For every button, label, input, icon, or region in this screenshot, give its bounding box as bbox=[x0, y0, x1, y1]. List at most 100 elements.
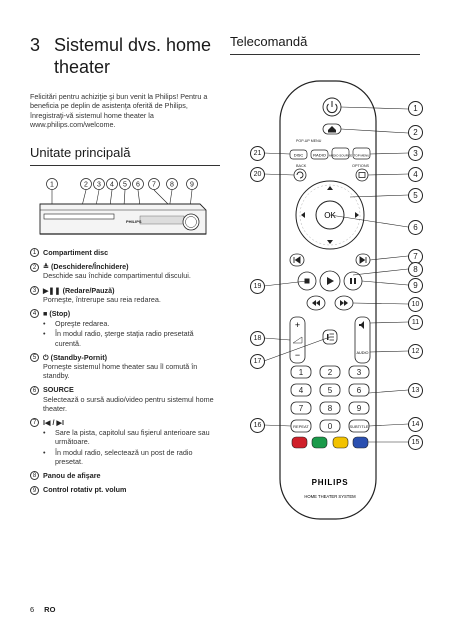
volume-icon bbox=[292, 336, 303, 344]
svg-text:OK: OK bbox=[324, 211, 336, 220]
nav-down-icon bbox=[327, 240, 333, 244]
svg-text:DISC: DISC bbox=[294, 152, 304, 157]
remote-callout-17: 17 bbox=[250, 354, 265, 369]
remote-illustration: POP-UP MENU DISC RADIO AUDIO SOURCE TOP … bbox=[230, 55, 430, 615]
page-footer: 6 RO bbox=[30, 605, 55, 614]
svg-text:6: 6 bbox=[357, 386, 362, 395]
svg-text:8: 8 bbox=[328, 404, 333, 413]
home-button bbox=[322, 123, 342, 135]
fast-forward-button bbox=[334, 295, 354, 311]
number-pad: 1 2 3 4 5 6 7 8 9 REPEAT 0 SUBTITLE bbox=[290, 365, 370, 433]
list-item: 5 ⏻ (Standby-Pornit) Porneşte sistemul h… bbox=[30, 353, 220, 381]
list-item: 9 Control rotativ pt. volum bbox=[30, 485, 220, 495]
play-icon bbox=[327, 277, 334, 285]
remote-callout-12: 12 bbox=[408, 344, 423, 359]
disc-slot bbox=[43, 213, 115, 219]
digit-3-button: 3 bbox=[348, 365, 370, 379]
list-item: 1 Compartiment disc bbox=[30, 248, 220, 258]
list-item: 4 ■ (Stop) •Opreşte redarea. •În modul r… bbox=[30, 309, 220, 348]
svg-text:4: 4 bbox=[299, 386, 304, 395]
remote-body bbox=[279, 80, 377, 520]
list-item: 8 Panou de afişare bbox=[30, 471, 220, 481]
previous-icon bbox=[293, 256, 301, 264]
svg-text:5: 5 bbox=[328, 386, 333, 395]
main-unit-heading: Unitate principală bbox=[30, 145, 220, 166]
item-description: Deschide sau închide compartimentul disc… bbox=[43, 271, 191, 281]
item-title: ⏻ (Standby-Pornit) bbox=[43, 352, 107, 362]
svg-text:4: 4 bbox=[110, 181, 114, 188]
item-number: 3 bbox=[30, 286, 39, 296]
item-title: ■ (Stop) bbox=[43, 308, 71, 318]
remote-brand: PHILIPS bbox=[312, 478, 349, 487]
item-description: Selectează o sursă audio/video pentru si… bbox=[43, 394, 214, 413]
intro-paragraph: Felicitări pentru achiziţie şi bun venit… bbox=[30, 92, 208, 130]
remote-heading: Telecomandă bbox=[230, 34, 420, 55]
digit-0-button: 0 bbox=[319, 419, 341, 433]
list-item: 3 ▶❚❚ (Redare/Pauză) Porneşte, întrerupe… bbox=[30, 286, 220, 304]
remote-drawing: POP-UP MENU DISC RADIO AUDIO SOURCE TOP … bbox=[263, 80, 409, 520]
pop-title-label: POP-UP MENU bbox=[296, 139, 322, 143]
right-column: Telecomandă POP-UP MENU DISC RADIO AUDIO… bbox=[230, 34, 430, 615]
bullet: •Opreşte redarea. bbox=[43, 319, 110, 329]
pause-icon bbox=[354, 278, 356, 284]
display-panel bbox=[139, 215, 185, 224]
unit-callout-7: 7 bbox=[148, 177, 160, 190]
remote-callout-10: 10 bbox=[408, 297, 423, 312]
main-unit-drawing: 1 2 3 4 5 6 7 8 9 bbox=[39, 177, 207, 235]
options-icon bbox=[358, 172, 366, 178]
volume-up-icon: + bbox=[295, 320, 300, 330]
item-number: 9 bbox=[30, 485, 39, 495]
unit-callout-8: 8 bbox=[166, 177, 178, 190]
item-title: Control rotativ pt. volum bbox=[43, 485, 127, 495]
unit-callout-1: 1 bbox=[46, 177, 58, 190]
list-item: 7 I◀ / ▶I •Sare la pista, capitolul sau … bbox=[30, 418, 220, 466]
remote-callout-11: 11 bbox=[408, 315, 423, 330]
power-button bbox=[322, 97, 342, 117]
play-button bbox=[319, 270, 341, 292]
language-code: RO bbox=[44, 605, 56, 614]
top-menu-button: TOP MENU bbox=[352, 147, 371, 160]
unit-callout-6: 6 bbox=[132, 177, 144, 190]
item-title: SOURCE bbox=[43, 385, 74, 395]
list-item: 6 SOURCE Selectează o sursă audio/video … bbox=[30, 385, 220, 413]
subtitle-button: SUBTITLE bbox=[348, 419, 370, 433]
item-number: 4 bbox=[30, 309, 39, 319]
svg-text:1: 1 bbox=[299, 368, 304, 377]
digit-4-button: 4 bbox=[290, 383, 312, 397]
item-title: I◀ / ▶I bbox=[43, 417, 65, 427]
chapter-title: Sistemul dvs. home theater bbox=[54, 35, 212, 77]
blue-button bbox=[352, 436, 369, 449]
menu-icon bbox=[329, 333, 334, 341]
svg-text:7: 7 bbox=[152, 181, 156, 188]
audio-label: AUDIO bbox=[356, 351, 368, 355]
fast-forward-icon bbox=[344, 300, 348, 306]
item-title: ▶❚❚ (Redare/Pauză) bbox=[43, 285, 115, 295]
unit-callout-3: 3 bbox=[93, 177, 105, 190]
svg-text:3: 3 bbox=[97, 181, 101, 188]
digit-6-button: 6 bbox=[348, 383, 370, 397]
mute-audio-rocker: AUDIO bbox=[354, 316, 371, 364]
svg-text:8: 8 bbox=[170, 181, 174, 188]
mute-icon bbox=[359, 321, 364, 329]
options-button bbox=[355, 168, 369, 182]
svg-text:SUBTITLE: SUBTITLE bbox=[349, 424, 368, 429]
svg-text:5: 5 bbox=[123, 181, 127, 188]
remote-callout-1: 1 bbox=[408, 101, 423, 116]
remote-callout-18: 18 bbox=[250, 331, 265, 346]
remote-callout-5: 5 bbox=[408, 188, 423, 203]
volume-rocker: + − bbox=[289, 316, 306, 364]
svg-text:9: 9 bbox=[357, 404, 362, 413]
svg-text:9: 9 bbox=[190, 181, 194, 188]
unit-brand: PHILIPS bbox=[126, 219, 142, 224]
item-number: 2 bbox=[30, 262, 39, 272]
rewind-button bbox=[306, 295, 326, 311]
remote-callout-15: 15 bbox=[408, 435, 423, 450]
digit-2-button: 2 bbox=[319, 365, 341, 379]
green-button bbox=[311, 436, 328, 449]
remote-callout-14: 14 bbox=[408, 417, 423, 432]
list-item: 2 ≜ (Deschidere/Închidere) Deschide sau … bbox=[30, 262, 220, 280]
disc-button: DISC bbox=[289, 149, 308, 160]
item-description: Porneşte sistemul home theater sau îl co… bbox=[43, 361, 198, 381]
item-number: 6 bbox=[30, 385, 39, 395]
